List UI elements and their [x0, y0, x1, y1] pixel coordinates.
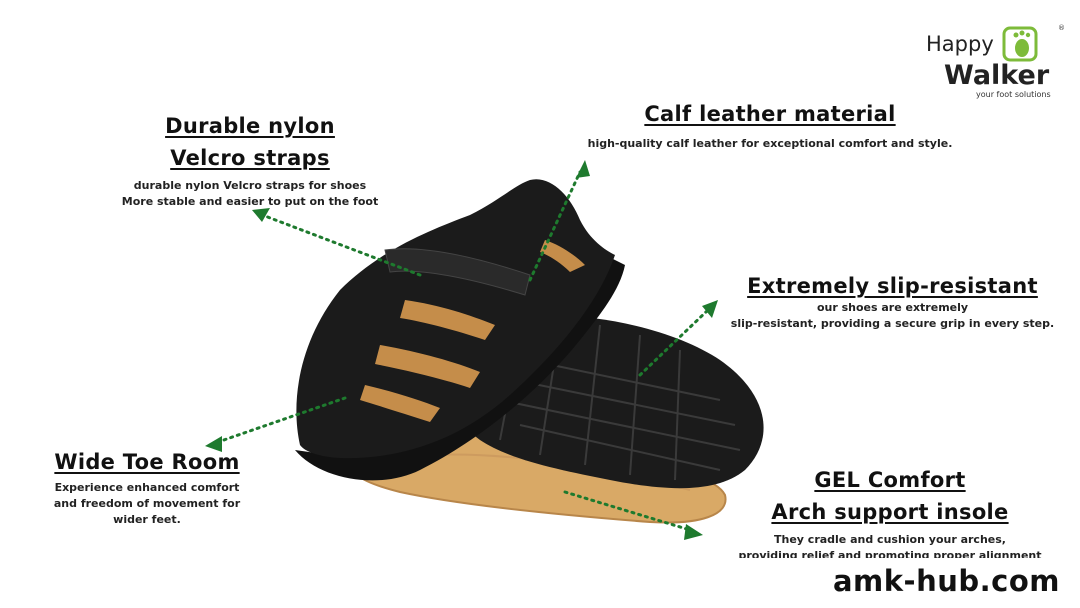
brand-logo: Happy Walker your foot solutions ® — [926, 24, 1066, 102]
velcro-strap — [384, 248, 531, 296]
arrow-leather — [528, 170, 582, 282]
feature-insole-desc-2: providing relief and promoting proper al… — [738, 549, 1042, 560]
watermark-text: amk-hub.com — [832, 564, 1060, 598]
feature-slip-desc-1: our shoes are extremely — [816, 301, 969, 314]
feature-leather-title: Calf leather material — [644, 102, 896, 126]
arrow-velcro — [263, 214, 422, 277]
arrow-slip — [638, 308, 710, 377]
feature-toe-title: Wide Toe Room — [54, 450, 240, 474]
feature-velcro: Durable nylon Velcro straps durable nylo… — [100, 114, 400, 210]
footprint-icon — [1002, 26, 1038, 62]
feature-toe-desc-3: wider feet. — [113, 513, 181, 526]
brand-name-bottom: Walker — [944, 60, 1050, 91]
feature-slip-desc-2: slip-resistant, providing a secure grip … — [730, 317, 1055, 330]
sole — [295, 255, 625, 481]
feature-leather-desc: high-quality calf leather for exceptiona… — [587, 137, 953, 150]
watermark-band: amk-hub.com — [0, 558, 1080, 608]
feature-insole-title-2: Arch support insole — [771, 500, 1009, 524]
feature-insole: GEL Comfort Arch support insole They cra… — [735, 468, 1045, 560]
feature-slip: Extremely slip-resistant our shoes are e… — [715, 274, 1070, 332]
feature-velcro-title-2: Velcro straps — [170, 146, 330, 170]
feature-leather: Calf leather material high-quality calf … — [560, 102, 980, 152]
brand-tagline: your foot solutions — [976, 90, 1051, 99]
arrow-toe — [216, 396, 347, 444]
brand-name-top: Happy — [926, 32, 994, 56]
feature-velcro-desc-2: More stable and easier to put on the foo… — [121, 195, 379, 208]
feature-velcro-title-1: Durable nylon — [165, 114, 335, 138]
feature-insole-title-1: GEL Comfort — [814, 468, 966, 492]
feature-toe-desc-1: Experience enhanced comfort — [54, 481, 240, 494]
feature-toe: Wide Toe Room Experience enhanced comfor… — [22, 450, 272, 528]
registered-mark: ® — [1058, 24, 1065, 32]
feature-insole-desc-1: They cradle and cushion your arches, — [774, 533, 1006, 546]
feature-toe-desc-2: and freedom of movement for — [53, 497, 241, 510]
feature-velcro-desc-1: durable nylon Velcro straps for shoes — [133, 179, 367, 192]
feature-slip-title: Extremely slip-resistant — [747, 274, 1038, 298]
arrow-insole — [563, 490, 692, 532]
